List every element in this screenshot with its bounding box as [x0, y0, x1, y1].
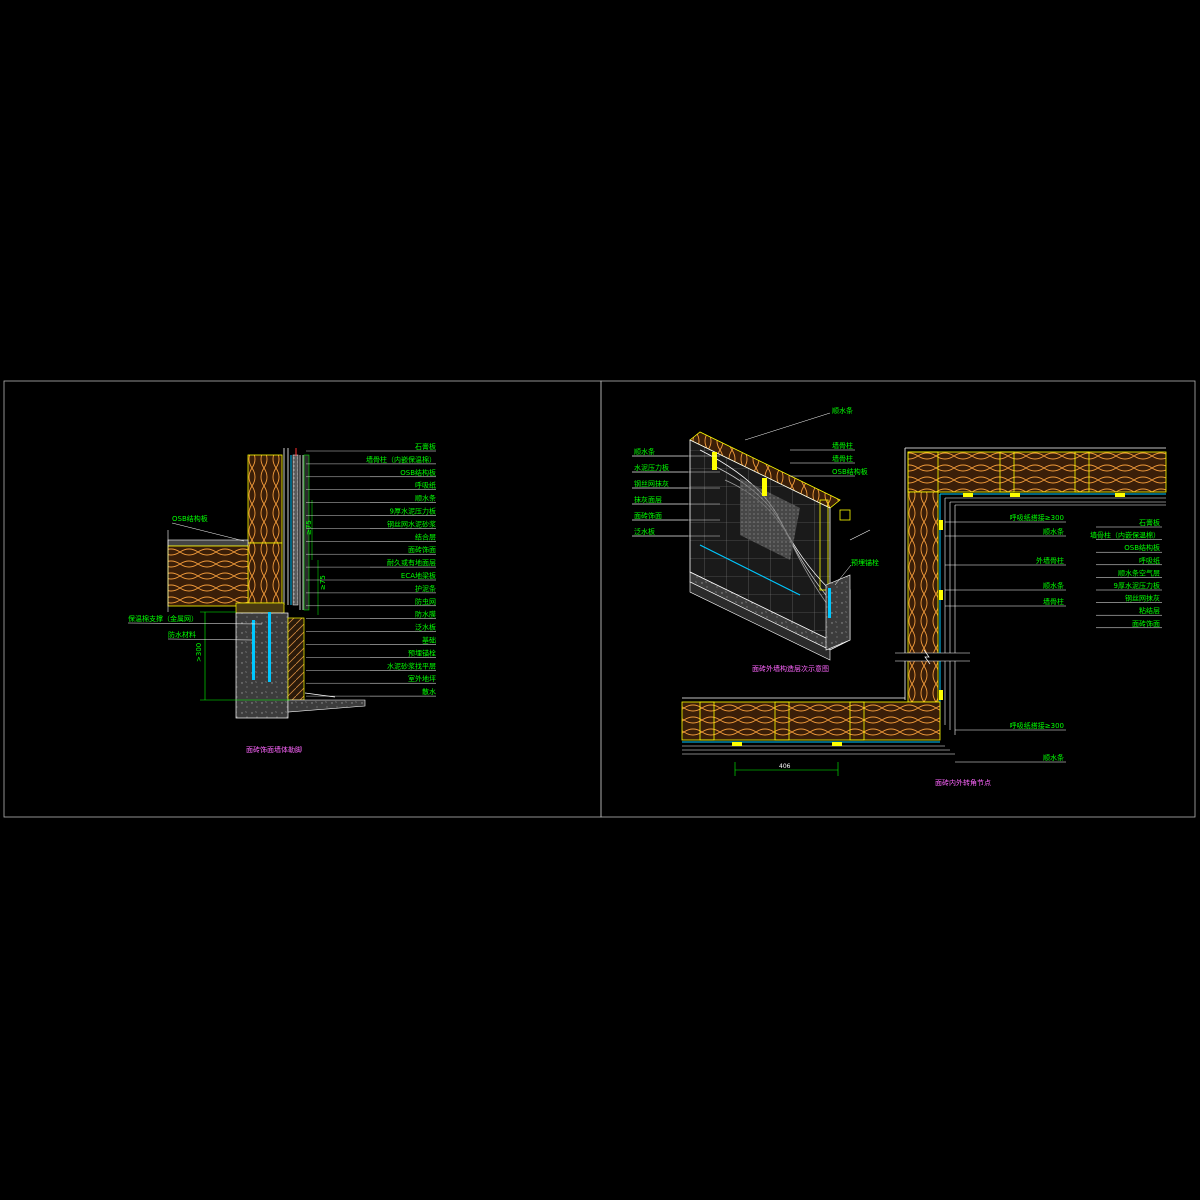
left-right-label-17: 水泥砂浆找平层 — [387, 661, 436, 670]
plan-bottom-label-1: 顺水条 — [1043, 753, 1064, 762]
plan-right-label-3: 呼吸纸 — [1139, 556, 1160, 565]
left-dim-vertical-b: ≥75 — [319, 575, 327, 590]
left-right-label-4: 顺水条 — [415, 494, 436, 503]
iso-left-label-1: 水泥压力板 — [634, 463, 669, 472]
left-right-label-15: 基础 — [422, 636, 436, 645]
plan-right-label-8: 面砖饰面 — [1132, 619, 1160, 628]
iso-right-label-2: OSB结构板 — [832, 467, 868, 476]
plan-mid-label-1: 顺水条 — [1043, 527, 1064, 536]
plan-detail-bottom-labels: 呼吸纸搭接≥300 顺水条 — [955, 721, 1066, 763]
plan-corner-diagram — [681, 447, 1167, 776]
left-right-label-8: 面砖饰面 — [408, 545, 436, 554]
iso-left-label-3: 抹灰面层 — [634, 495, 662, 504]
left-right-label-7: 结合层 — [415, 532, 436, 541]
iso-anchor-label: 预埋锚栓 — [851, 558, 879, 567]
iso-left-label-4: 面砖饰面 — [634, 511, 662, 520]
left-right-label-16: 预埋锚栓 — [408, 648, 436, 657]
plan-mid-label-3: 顺水条 — [1043, 581, 1064, 590]
left-right-label-11: 护泥条 — [415, 584, 436, 593]
left-right-label-18: 室外地坪 — [408, 674, 436, 683]
iso-right-label-1: 墙骨柱 — [832, 454, 853, 463]
iso-left-label-5: 泛水板 — [634, 527, 655, 536]
plan-dim-406: 406 — [779, 763, 791, 770]
plan-right-label-2: OSB结构板 — [1124, 543, 1160, 552]
left-left-label-0: OSB结构板 — [172, 514, 208, 523]
iso-top-label: 顺水条 — [832, 406, 853, 415]
left-left-label-2: 防水材料 — [168, 630, 196, 639]
left-wall-section — [167, 448, 366, 719]
left-right-label-5: 9厚水泥压力板 — [390, 507, 436, 516]
left-right-label-6: 钢丝网水泥砂浆 — [387, 519, 436, 528]
left-right-label-19: 散水 — [422, 687, 436, 696]
iso-left-label-0: 顺水条 — [634, 447, 655, 456]
left-right-label-3: 呼吸纸 — [415, 481, 436, 490]
plan-detail-caption: 面砖内外转角节点 — [935, 778, 991, 787]
left-right-label-14: 泛水板 — [415, 623, 436, 632]
plan-right-label-1: 墙骨柱（内嵌保温棉） — [1090, 531, 1160, 540]
plan-mid-label-2: 外墙骨柱 — [1036, 556, 1064, 565]
left-dim-300: >300 — [195, 643, 203, 662]
iso-detail-caption: 面砖外墙构造层次示意图 — [752, 664, 829, 673]
left-sheet-frame — [3, 380, 602, 818]
right-sheet-frame — [600, 380, 1196, 818]
plan-right-label-6: 钢丝网抹灰 — [1125, 594, 1160, 603]
left-right-label-1: 墙骨柱（内嵌保温棉） — [366, 455, 436, 464]
iso-left-label-2: 钢丝网抹灰 — [634, 479, 669, 488]
left-dim-vertical-a: ≥75 — [305, 520, 313, 535]
iso-wall-diagram — [689, 431, 871, 661]
left-right-label-12: 防虫网 — [415, 597, 436, 606]
left-left-leader-1 — [127, 622, 263, 625]
plan-right-label-4: 顺水条空气层 — [1118, 568, 1160, 577]
left-right-label-10: ECA地梁板 — [401, 571, 436, 580]
left-left-leader-0 — [171, 522, 245, 542]
iso-right-label-0: 墙骨柱 — [832, 441, 853, 450]
plan-bottom-label-0: 呼吸纸搭接≥300 — [1010, 721, 1064, 730]
left-left-label-1: 保温棉支撑（金属网） — [128, 614, 198, 623]
left-left-leader-2 — [167, 638, 253, 641]
plan-right-label-5: 9厚水泥压力板 — [1114, 581, 1160, 590]
left-detail-caption: 面砖饰面墙体勒脚 — [246, 745, 302, 754]
left-right-label-0: 石膏板 — [415, 442, 436, 451]
plan-mid-label-4: 墙骨柱 — [1043, 597, 1064, 606]
plan-right-label-0: 石膏板 — [1139, 518, 1160, 527]
left-right-label-2: OSB结构板 — [400, 468, 436, 477]
plan-right-label-7: 粘结层 — [1139, 606, 1160, 615]
left-right-label-13: 防水膜 — [415, 610, 436, 619]
plan-mid-label-0: 呼吸纸搭接≥300 — [1010, 513, 1064, 522]
left-right-label-9: 耐久或有地面层 — [387, 558, 436, 567]
